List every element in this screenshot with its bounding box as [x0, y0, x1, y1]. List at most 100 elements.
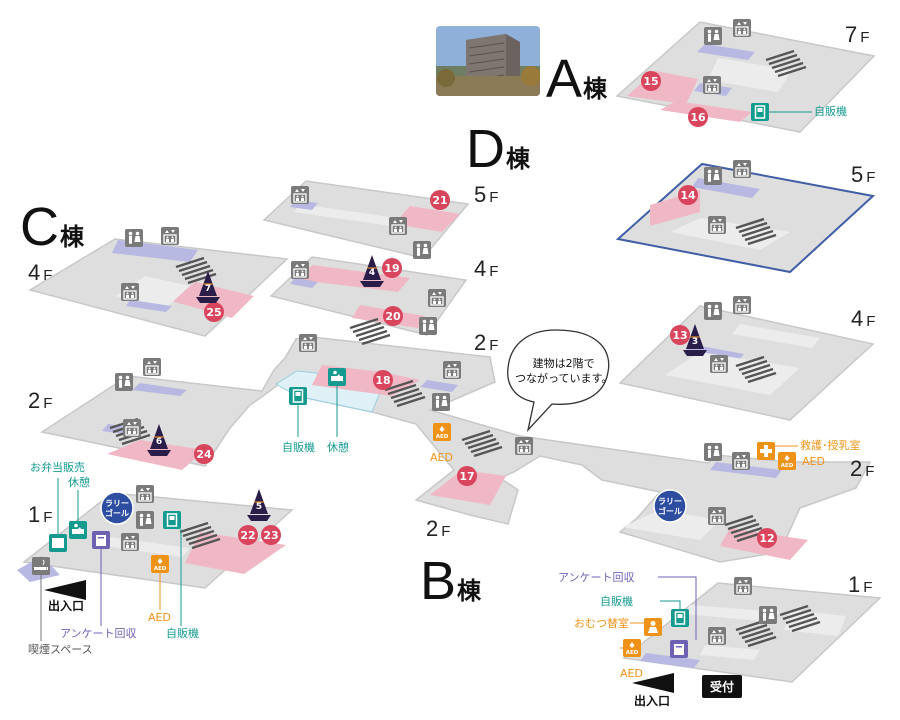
- room-badge-circle: [194, 444, 214, 464]
- vending-machine-icon: [750, 102, 770, 122]
- room-badge-20: 20: [383, 306, 403, 326]
- vending-machine-icon: [670, 608, 690, 628]
- label-aed-2f: AED: [430, 451, 453, 464]
- room-badge-22: 22: [238, 525, 258, 545]
- restroom-icon: [115, 373, 133, 391]
- exit-label-c: 出入口: [48, 599, 85, 613]
- ship-number: 4: [369, 268, 375, 278]
- elevator-icon: [442, 360, 462, 380]
- label-vending-a7: 自販機: [814, 105, 847, 118]
- room-badge-circle: [238, 525, 258, 545]
- elevator-icon: [732, 18, 752, 38]
- ship-marker-3: 3: [682, 323, 708, 357]
- baby-icon: [644, 618, 662, 636]
- building-label-b: B棟: [420, 551, 482, 611]
- ship-marker-5: 5: [246, 488, 272, 522]
- rally-goal-text: ラリー: [105, 499, 129, 508]
- label-vending-1f: 自販機: [166, 627, 199, 640]
- room-badge-16: 16: [688, 107, 708, 127]
- elevator-icon: [298, 333, 318, 353]
- ship-marker-4: 4: [359, 254, 385, 288]
- label-bento: お弁当販売: [30, 461, 85, 474]
- room-badge-13: 13: [670, 325, 690, 345]
- room-badge-number: 19: [384, 262, 399, 275]
- restroom-icon: [125, 229, 143, 247]
- first-aid-icon: [757, 442, 775, 460]
- label-aed-1f: AED: [148, 611, 171, 624]
- room-badge-circle: [641, 71, 661, 91]
- label-rest-2f: 休憩: [327, 441, 349, 454]
- bento-icon: [49, 534, 67, 552]
- elevator-icon: [709, 354, 729, 374]
- elevator-icon: [702, 75, 722, 95]
- reception-badge: 受付: [702, 675, 743, 698]
- elevator-icon: [427, 288, 447, 308]
- elevator-icon: [514, 436, 534, 456]
- room-badge-number: 22: [240, 529, 255, 542]
- elevator-icon: [733, 576, 753, 596]
- aed-icon: [151, 555, 169, 573]
- vending-machine-icon: [288, 386, 308, 406]
- bench-icon: [69, 521, 87, 539]
- room-badge-24: 24: [194, 444, 214, 464]
- label-diaper: おむつ替室: [574, 617, 629, 630]
- room-badge-circle: [757, 528, 777, 548]
- room-badge-14: 14: [678, 185, 698, 205]
- room-badge-circle: [204, 302, 224, 322]
- bubble-line-1: 建物は2階で: [532, 357, 595, 370]
- restroom-icon: [413, 241, 431, 259]
- label-smoking: 喫煙スペース: [28, 643, 93, 656]
- vending-machine-icon: [162, 510, 182, 530]
- room-badge-number: 14: [680, 189, 696, 202]
- room-badge-12: 12: [757, 528, 777, 548]
- room-badge-number: 12: [759, 532, 774, 545]
- label-survey-b: アンケート回収: [558, 571, 635, 584]
- rally-goal-text: ラリー: [658, 497, 682, 506]
- room-badge-17: 17: [457, 466, 477, 486]
- building-label-c: C棟: [20, 197, 84, 257]
- restroom-icon: [432, 393, 450, 411]
- elevator-icon: [732, 295, 752, 315]
- elevator-icon: [290, 185, 310, 205]
- label-firstaid: 救護･授乳室: [800, 439, 861, 452]
- label-survey-1f: アンケート回収: [60, 627, 137, 640]
- elevator-icon: [388, 216, 408, 236]
- room-badge-circle: [457, 466, 477, 486]
- room-badge-circle: [670, 325, 690, 345]
- room-badge-23: 23: [261, 525, 281, 545]
- room-badge-number: 13: [672, 329, 687, 342]
- ship-marker-6: 6: [146, 423, 172, 457]
- ship-number: 6: [156, 437, 162, 447]
- restroom-icon: [704, 167, 722, 185]
- bubble-text: 建物は2階で つながっています。: [515, 357, 612, 387]
- smoking-icon: [31, 556, 51, 576]
- room-badge-number: 24: [196, 448, 212, 461]
- room-badge-circle: [261, 525, 281, 545]
- ship-number: 3: [692, 337, 698, 347]
- elevator-icon: [122, 418, 142, 438]
- room-badge-circle: [430, 190, 450, 210]
- survey-box-icon: [92, 531, 110, 549]
- building-label-d: D棟: [466, 119, 530, 179]
- label-rest-1f: 休憩: [68, 476, 90, 489]
- room-badge-18: 18: [373, 370, 393, 390]
- rally-goal-text: ゴール: [658, 506, 682, 516]
- ship-marker-7: 7: [195, 270, 221, 304]
- room-badge-number: 25: [206, 306, 221, 319]
- elevator-icon: [160, 226, 180, 246]
- exit-label-b: 出入口: [634, 694, 671, 708]
- elevator-icon: [707, 215, 727, 235]
- building-label-a: A棟: [546, 49, 608, 109]
- label-vending-2f: 自販機: [282, 441, 315, 454]
